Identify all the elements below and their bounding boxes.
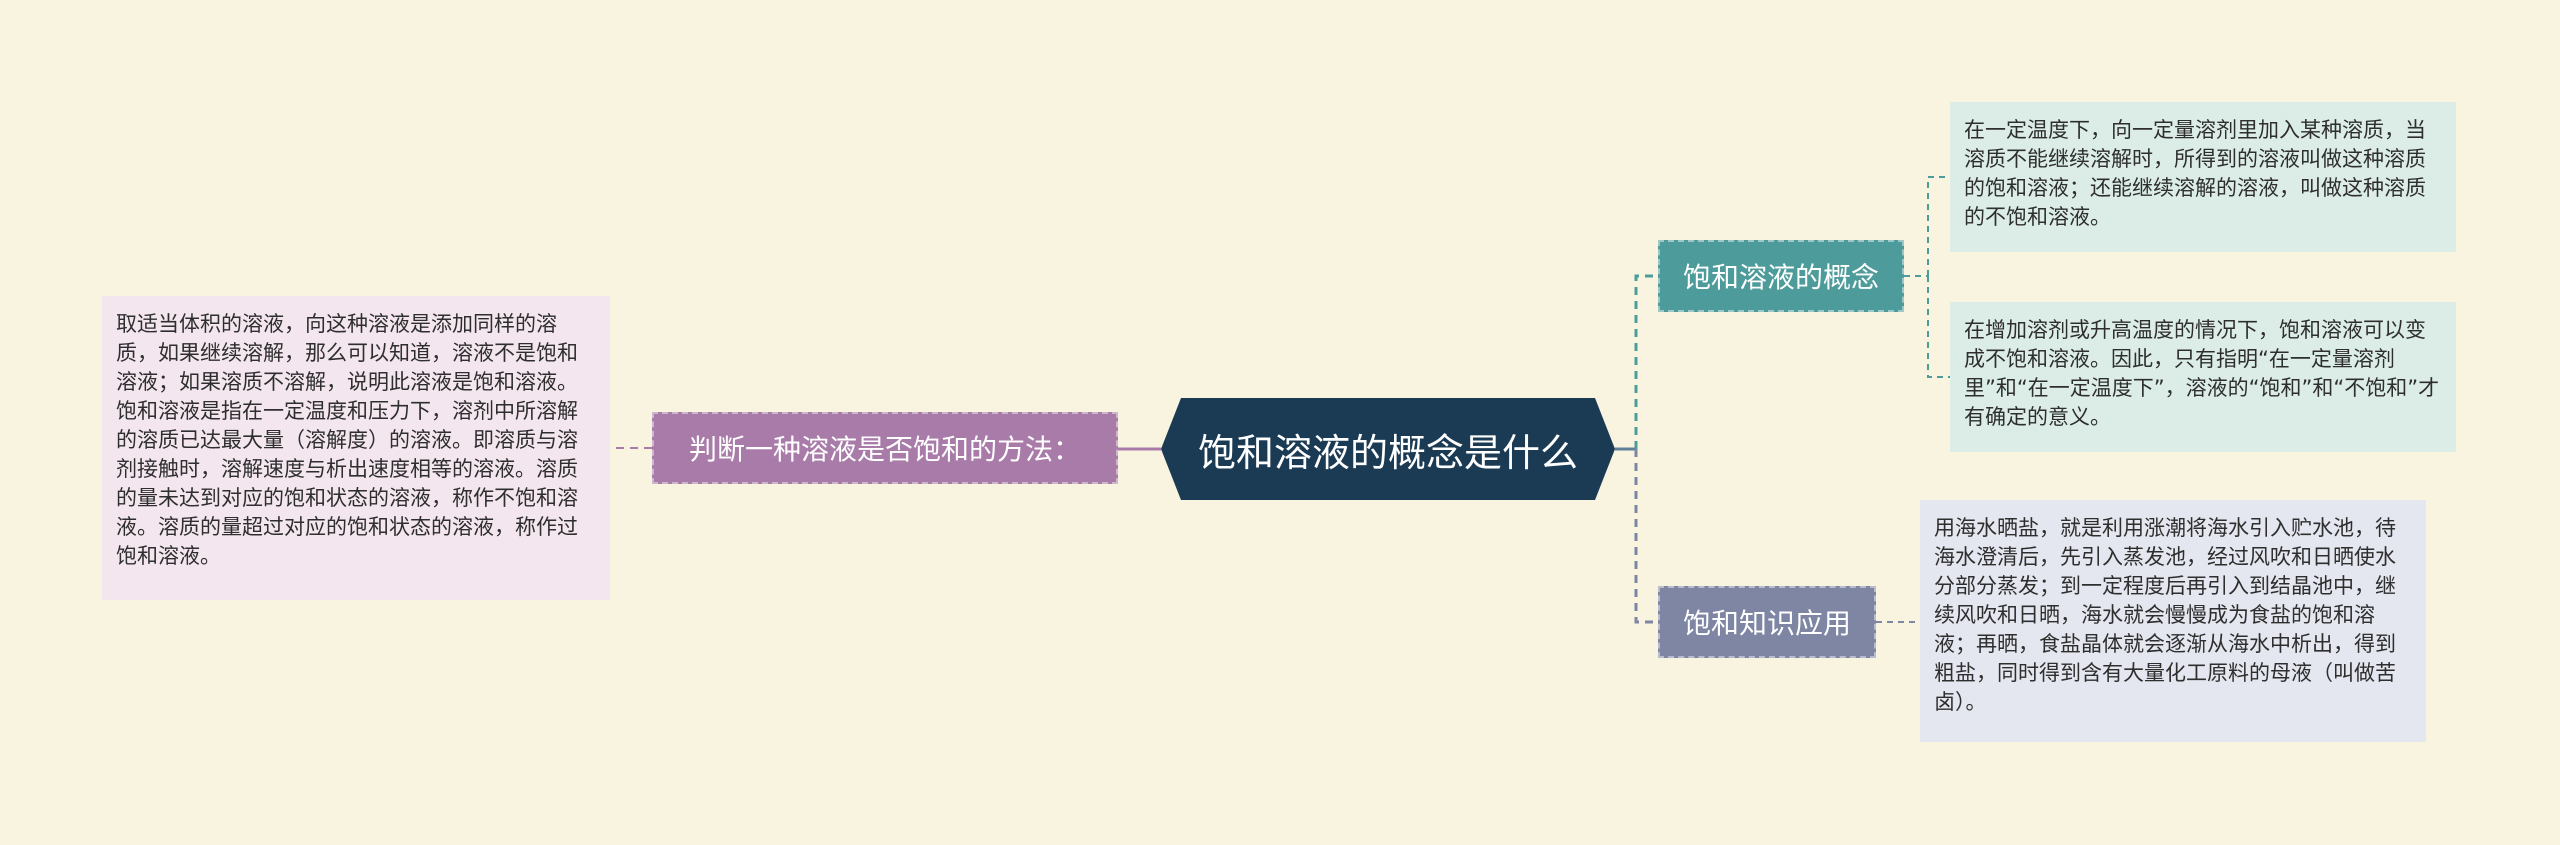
connector-concept-leaf-2 [1927,276,1950,378]
branch-concept-label: 饱和溶液的概念 [1682,261,1879,294]
connector-concept-leaf-1 [1927,176,1950,276]
leaf-concept-conversion-text: 在增加溶剂或升高温度的情况下，饱和溶液可以变成不饱和溶液。因此，只有指明“在一定… [1964,318,2440,429]
connector-trunk-application [1634,449,1658,624]
root-topic[interactable]: 饱和溶液的概念是什么 [1161,398,1615,500]
leaf-application-salt[interactable]: 用海水晒盐，就是利用涨潮将海水引入贮水池，待海水澄清后，先引入蒸发池，经过风吹和… [1920,500,2426,742]
branch-judge-method[interactable]: 判断一种溶液是否饱和的方法： [652,412,1118,484]
leaf-concept-definition[interactable]: 在一定温度下，向一定量溶剂里加入某种溶质，当溶质不能继续溶解时，所得到的溶液叫做… [1950,102,2456,252]
branch-judge-method-label: 判断一种溶液是否饱和的方法： [688,433,1081,466]
branch-application[interactable]: 饱和知识应用 [1658,586,1876,658]
leaf-concept-definition-text: 在一定温度下，向一定量溶剂里加入某种溶质，当溶质不能继续溶解时，所得到的溶液叫做… [1964,118,2426,229]
leaf-concept-conversion[interactable]: 在增加溶剂或升高温度的情况下，饱和溶液可以变成不饱和溶液。因此，只有指明“在一定… [1950,302,2456,452]
leaf-judge-method[interactable]: 取适当体积的溶液，向这种溶液是添加同样的溶质，如果继续溶解，那么可以知道，溶液不… [102,296,610,600]
leaf-application-salt-text: 用海水晒盐，就是利用涨潮将海水引入贮水池，待海水澄清后，先引入蒸发池，经过风吹和… [1934,516,2396,714]
branch-application-label: 饱和知识应用 [1682,607,1851,640]
connector-trunk-concept [1634,274,1658,449]
leaf-judge-method-text: 取适当体积的溶液，向这种溶液是添加同样的溶质，如果继续溶解，那么可以知道，溶液不… [116,312,578,568]
root-topic-label: 饱和溶液的概念是什么 [1197,430,1578,475]
branch-concept[interactable]: 饱和溶液的概念 [1658,240,1904,312]
